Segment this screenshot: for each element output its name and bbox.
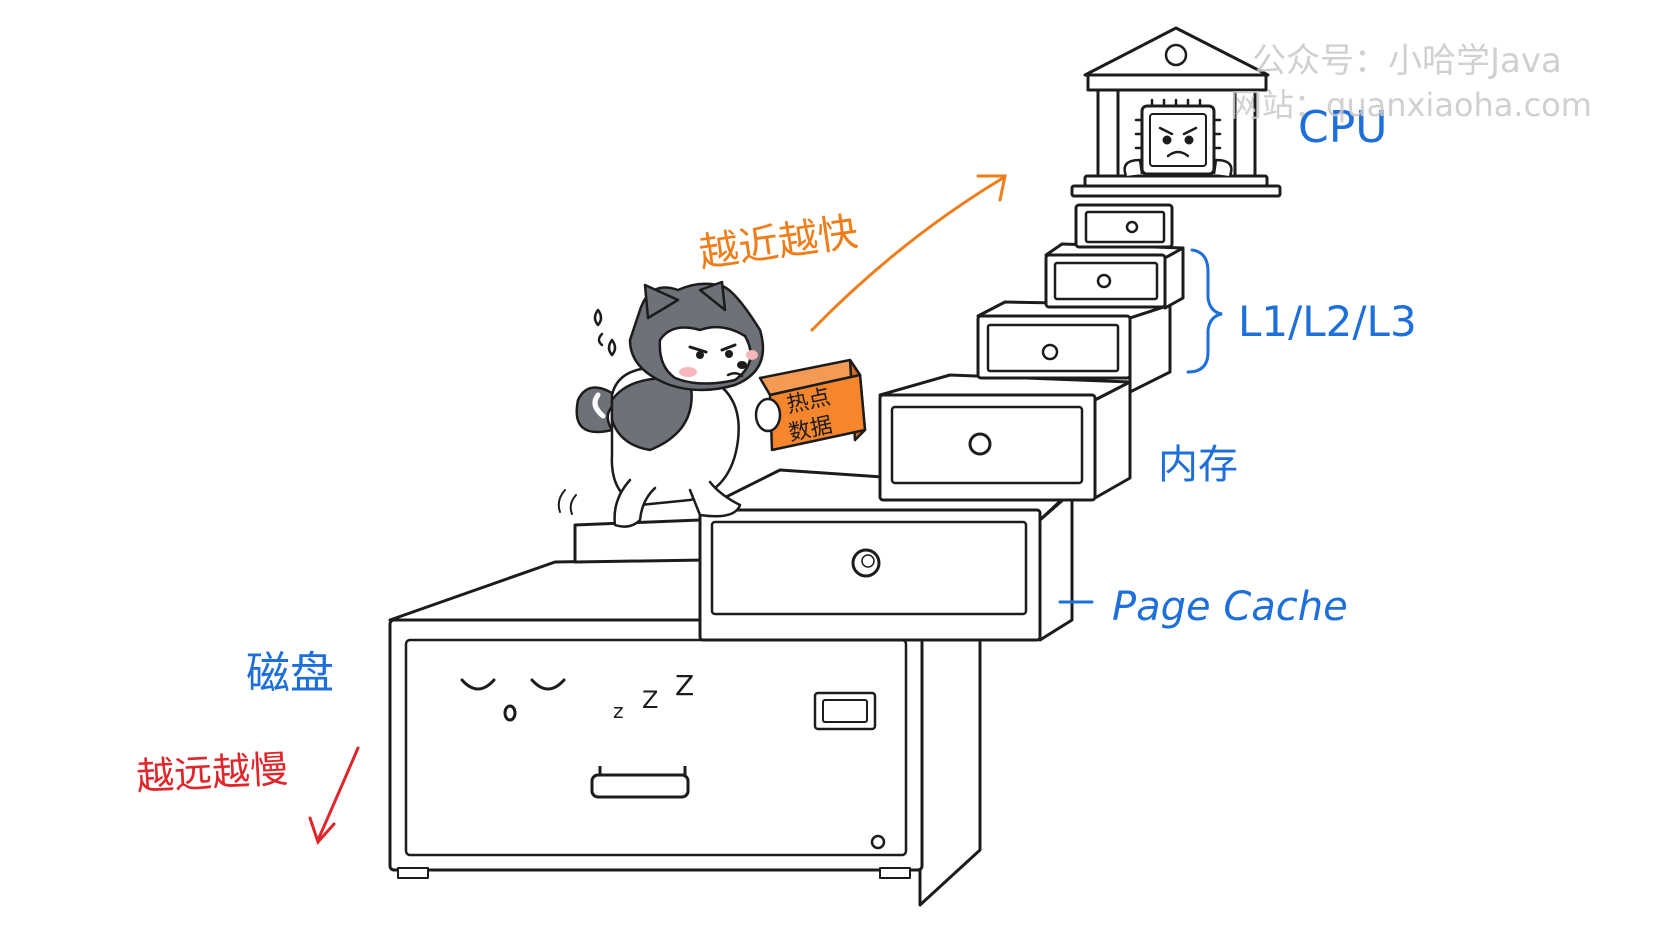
l3-cache-drawer <box>976 300 1172 394</box>
closed-eye-left-icon <box>460 678 496 691</box>
husky-paws <box>754 397 782 433</box>
page-cache-label: Page Cache <box>1112 584 1348 630</box>
snore-z-2: Z <box>642 686 658 714</box>
cache-levels-brace-icon <box>1186 248 1223 374</box>
disk-sleeping-face <box>460 678 566 722</box>
watermark-line2: 网站：quanxiaoha.com <box>1230 86 1592 124</box>
faster-arrow <box>810 174 1007 332</box>
l2-cache-drawer <box>1044 242 1185 310</box>
hot-data-box <box>758 358 867 452</box>
snore-z-3: Z <box>675 669 694 702</box>
l1-cache-drawer <box>1074 203 1174 249</box>
husky-dog <box>557 280 765 528</box>
memory-drawer <box>878 373 1132 502</box>
page-cache-drawer <box>698 468 1074 642</box>
snore-z-1: z <box>613 699 624 723</box>
slower-arrow <box>308 746 360 845</box>
cpu-temple <box>1070 26 1282 198</box>
cpu-label: CPU <box>1298 102 1387 153</box>
husky-step <box>573 518 707 564</box>
memory-label: 内存 <box>1158 442 1238 488</box>
watermark-line1: 公众号：小哈学Java <box>1252 41 1562 81</box>
disk-label: 磁盘 <box>246 648 334 699</box>
faster-label: 越近越快 <box>696 209 861 277</box>
slower-label: 越远越慢 <box>135 747 289 799</box>
disk-drawer <box>388 553 982 907</box>
closed-eye-right-icon <box>530 678 566 691</box>
sleep-mouth-icon <box>503 704 517 722</box>
cache-levels-label: L1/L2/L3 <box>1238 297 1417 346</box>
